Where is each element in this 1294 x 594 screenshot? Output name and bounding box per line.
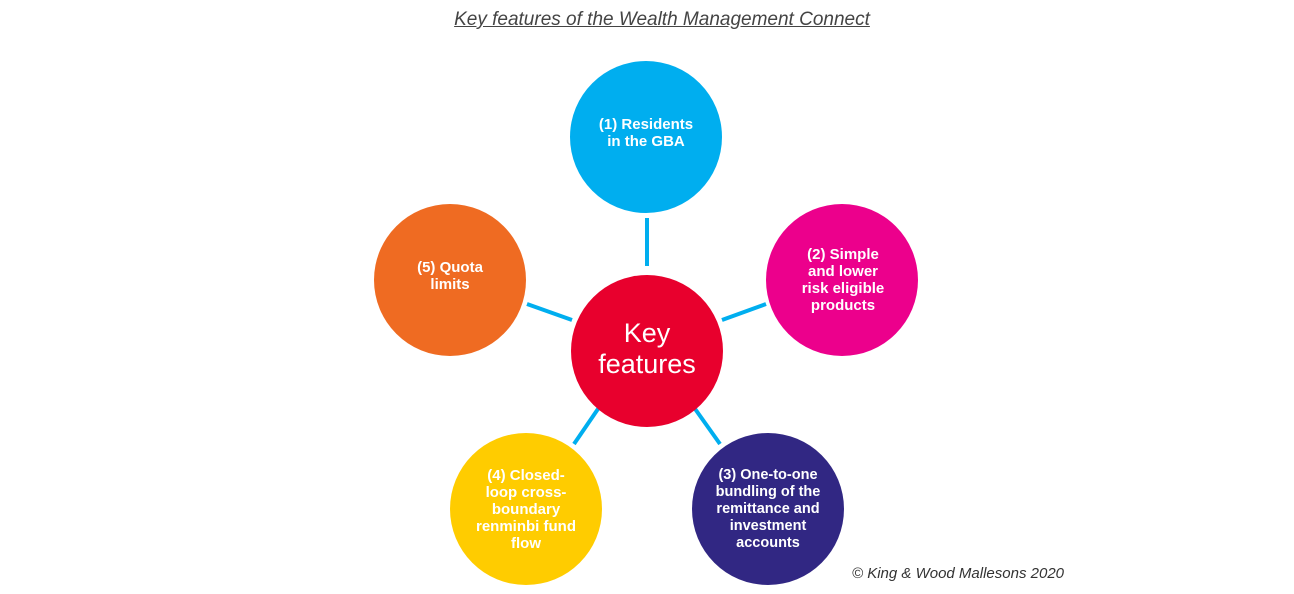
connector-feature-3 <box>691 404 722 446</box>
feature-label-eligible-products: (2) Simple and lower risk eligible produ… <box>801 246 885 314</box>
feature-circle-residents: (1) Residents in the GBA <box>570 61 722 213</box>
feature-label-quota-limits: (5) Quota limits <box>417 259 483 293</box>
center-label: Key features <box>598 318 696 379</box>
connector-feature-2 <box>721 302 767 322</box>
feature-label-residents: (1) Residents in the GBA <box>598 116 694 150</box>
feature-label-account-bundling: (3) One-to-one bundling of the remittanc… <box>715 466 821 551</box>
copyright-notice: © King & Wood Mallesons 2020 <box>852 565 1064 582</box>
connector-feature-4 <box>572 404 602 446</box>
feature-circle-eligible-products: (2) Simple and lower risk eligible produ… <box>766 204 918 356</box>
diagram-title: Key features of the Wealth Management Co… <box>454 9 870 30</box>
feature-circle-account-bundling: (3) One-to-one bundling of the remittanc… <box>692 433 844 585</box>
feature-circle-quota-limits: (5) Quota limits <box>374 204 526 356</box>
feature-label-closed-loop: (4) Closed-loop cross-boundary renminbi … <box>476 466 576 552</box>
feature-circle-closed-loop: (4) Closed-loop cross-boundary renminbi … <box>450 433 602 585</box>
center-circle: Key features <box>571 275 723 427</box>
connector-feature-5 <box>526 302 573 322</box>
